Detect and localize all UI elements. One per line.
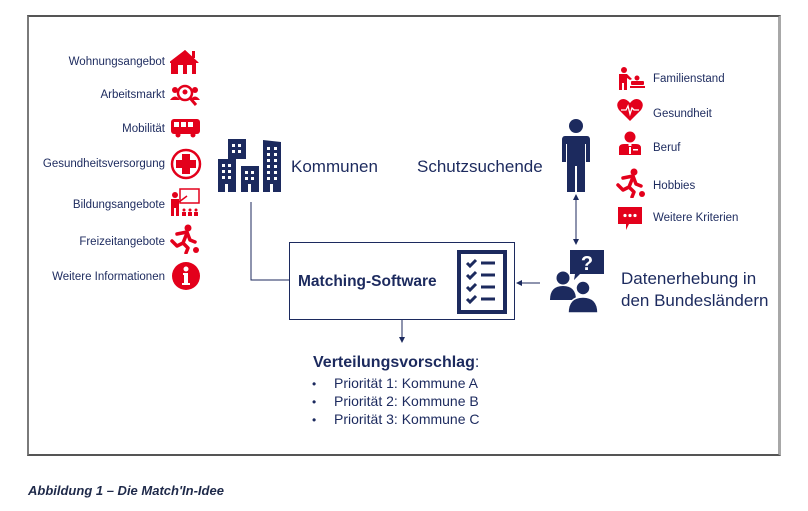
businessperson-icon [619,131,641,155]
medical-cross-icon [170,148,202,180]
priority-item: Priorität 1: Kommune A [334,375,478,391]
person-icon [562,119,590,192]
matching-software-box [289,242,515,320]
arrowhead-down [573,239,579,245]
kommunen-label: Kommunen [291,157,378,176]
right-item-label: Gesundheit [653,108,712,120]
figure-caption: Abbildung 1 – Die Match'In-Idee [28,483,224,498]
right-item-label: Weitere Kriterien [653,212,739,224]
verteilung-heading-text: Verteilungsvorschlag [313,354,475,371]
chat-bubble-icon [618,207,642,230]
house-icon [170,50,199,74]
left-item-label: Weitere Informationen [52,271,165,283]
job-search-icon [170,84,200,106]
left-item-label: Arbeitsmarkt [100,89,165,101]
bullet: • [312,395,317,409]
verteilung-colon: : [474,354,480,371]
left-item-label: Bildungsangebote [72,199,165,211]
runner-ball-icon [616,168,645,198]
right-item-label: Familienstand [653,73,725,85]
bullet: • [312,413,317,427]
people-question-icon: ? [550,250,604,314]
left-item-label: Mobilität [122,123,165,135]
arrowhead-down-2 [399,337,405,343]
diagram-frame [27,15,781,456]
bus-icon [171,119,200,138]
left-item-label: Wohnungsangebot [68,56,165,68]
city-buildings-icon [218,139,281,192]
runner-ball-icon [170,224,199,254]
schutzsuchende-label: Schutzsuchende [417,157,543,176]
left-item-label: Freizeitangebote [79,236,165,248]
heart-pulse-icon [617,99,643,121]
verteilung-heading: Verteilungsvorschlag: [313,354,479,372]
bullet: • [312,377,317,391]
parent-baby-icon [619,67,645,90]
arrowhead-up [573,194,579,200]
priority-item: Priorität 3: Kommune C [334,411,480,427]
left-item-label: Gesundheitsversorgung [42,158,165,170]
checklist-icon [457,250,507,314]
right-item-label: Hobbies [653,180,696,192]
datenerhebung-line2: den Bundesländern [621,291,769,310]
matching-software-label: Matching-Software [298,273,437,290]
priority-item: Priorität 2: Kommune B [334,393,479,409]
datenerhebung-label: Datenerhebung in den Bundesländern [621,268,768,312]
datenerhebung-line1: Datenerhebung in [621,269,757,288]
svg-text:?: ? [581,253,593,275]
teacher-classroom-icon [171,188,200,216]
right-item-label: Beruf [653,142,681,154]
kommunen-connector [250,202,289,281]
arrowhead-left [516,280,522,286]
info-icon [172,262,200,290]
